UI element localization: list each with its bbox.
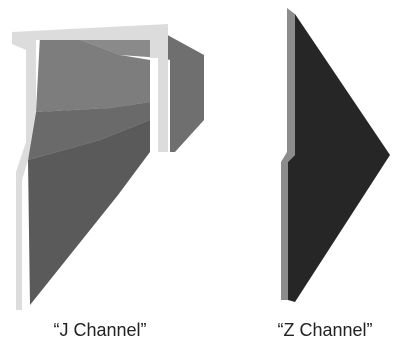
j-channel-upper-web: [36, 36, 150, 112]
j-channel-lip-face: [162, 32, 204, 152]
z-channel-caption: “Z Channel”: [277, 320, 373, 340]
j-channel-front-edge: [12, 24, 168, 310]
z-channel-illustration: [281, 8, 390, 302]
j-channel-illustration: [12, 24, 204, 310]
j-channel-inner-lip-edge: [150, 40, 168, 152]
j-channel-lower-web: [28, 120, 150, 305]
z-channel-main-face: [288, 14, 390, 302]
z-channel-edge-face: [281, 8, 295, 300]
j-channel-middle-web: [28, 102, 150, 160]
j-channel-caption: “J Channel”: [53, 320, 147, 340]
